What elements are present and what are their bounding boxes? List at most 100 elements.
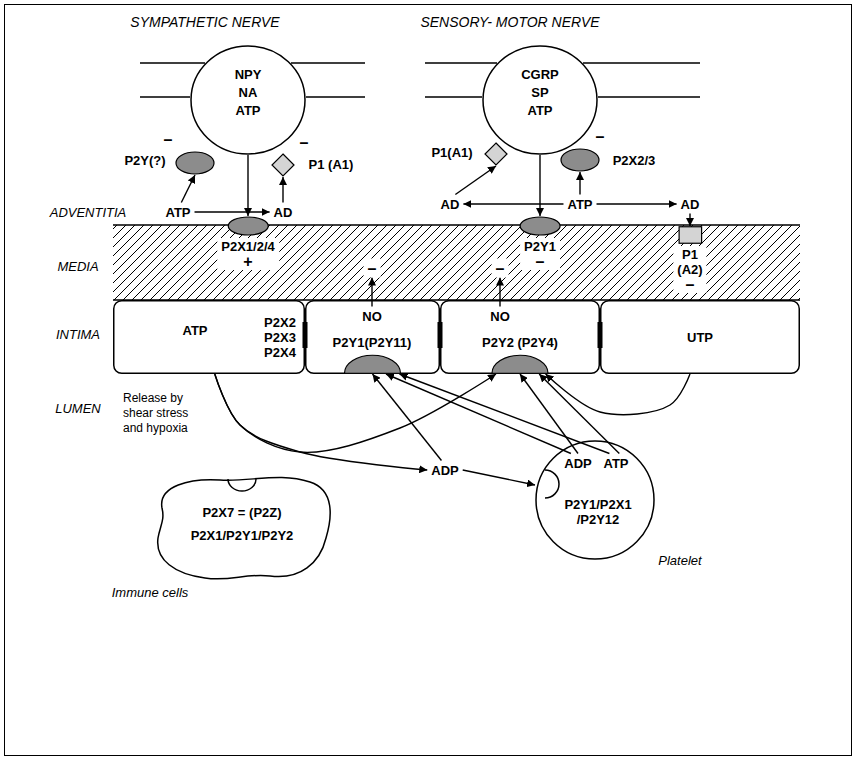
node-text: P2X7 = (P2Z): [202, 505, 281, 520]
label-patch: P2Y1–: [520, 238, 560, 270]
region-label: SENSORY- MOTOR NERVE: [420, 15, 599, 30]
connector: [181, 175, 195, 203]
receptor-shape: [678, 226, 702, 244]
mediator-text: ATP: [563, 195, 596, 214]
connector: [215, 374, 496, 452]
node-text: Platelet: [658, 553, 701, 568]
node-text: CGRP: [521, 66, 559, 84]
axon-line: [140, 62, 365, 64]
varicosity-outline: [191, 46, 305, 154]
node-text: P2X2 P2X3 P2X4: [264, 315, 296, 360]
receptor-dome: [345, 355, 401, 373]
receptor-symbol: [520, 217, 560, 235]
connector: [215, 374, 428, 470]
region-label: LUMEN: [55, 401, 101, 416]
node-text: P2X1/2/4: [221, 239, 275, 254]
connector: [463, 470, 535, 485]
axon-line: [425, 62, 700, 64]
mediator-text: ATP: [161, 203, 194, 222]
connector: [546, 374, 690, 415]
connector: [539, 155, 540, 216]
receptor-cup: [228, 479, 256, 491]
node-text: –: [368, 261, 377, 276]
node-text: ATP: [165, 205, 190, 220]
mediator-text: ADP: [427, 461, 462, 480]
mediator-text: AD: [270, 203, 297, 222]
node-text: P1 (A1): [309, 157, 354, 172]
node-text: ADP: [431, 463, 458, 478]
region-label: MEDIA: [57, 259, 98, 274]
axon-lines: [140, 63, 700, 97]
nerve-varicosity: NPYNAATP: [190, 45, 306, 155]
receptor-square: [679, 227, 702, 244]
connector: [597, 203, 677, 204]
endothelial-cell: ATP P2X2 P2X3 P2X4: [113, 300, 305, 374]
endothelial-cell: UTP: [600, 300, 800, 374]
node-text: –: [596, 129, 605, 144]
receptor-dome: [492, 355, 548, 373]
node-text: –: [164, 132, 173, 147]
node-text: UTP: [687, 330, 713, 345]
mediator-text: AD: [677, 195, 704, 214]
region-label: INTIMA: [56, 327, 100, 342]
receptor-symbol: P2Y(?)–: [175, 151, 215, 175]
mediator-text: NO: [358, 307, 386, 326]
platelet-cell: P2Y1/P2X1 /P2Y12PlateletADPATP: [535, 440, 655, 560]
node-outline: [175, 151, 215, 175]
cell-outline: [601, 301, 800, 374]
receptor-shape: [227, 216, 269, 236]
receptor-diamond: [485, 143, 507, 165]
connector: [499, 278, 500, 307]
connector: [400, 374, 610, 454]
receptor-diamond: [272, 154, 294, 176]
receptor-label: P2Y1–: [520, 216, 560, 270]
media-band: [113, 225, 800, 300]
node-text: NA: [239, 84, 258, 102]
node-text: P2X1/P2Y1/P2Y2: [191, 528, 294, 543]
nerve-varicosity: CGRPSPATP: [482, 45, 598, 155]
node-text: ATP: [182, 323, 207, 338]
effect-sign: –: [364, 259, 381, 278]
cell-outline: [114, 301, 305, 374]
node-text: P2Y1: [524, 239, 556, 254]
receptor-diamond: P1(A1): [484, 142, 508, 166]
connector: [282, 177, 283, 203]
node-text: AD: [441, 197, 460, 212]
node-text: AD: [681, 197, 700, 212]
node-text: NO: [490, 309, 510, 324]
node-text: ATP: [603, 456, 628, 471]
effect-sign: –: [492, 259, 509, 278]
node-text: P2X2/3: [613, 153, 656, 168]
node-outline: [484, 142, 508, 166]
connector: [373, 374, 442, 461]
mediator-text: AD: [437, 195, 464, 214]
node-text: P2Y2 (P2Y4): [482, 335, 558, 350]
receptor-shape: [519, 216, 561, 236]
node-text: NO: [362, 309, 382, 324]
node-text: ADP: [564, 456, 591, 471]
node-text: ATP: [567, 197, 592, 212]
node-text: SP: [531, 84, 548, 102]
node-text: P2Y1/P2X1 /P2Y12: [564, 497, 631, 527]
node-text: ATP: [235, 102, 260, 120]
node-text: P1(A1): [431, 145, 472, 160]
node-outline: [271, 153, 295, 177]
connector: [195, 211, 270, 212]
region-label: Release by shear stress and hypoxia: [123, 391, 203, 436]
connector: [520, 374, 578, 454]
receptor-symbol: P2X2/3–: [560, 148, 600, 172]
node-text: P2Y1(P2Y11): [333, 335, 412, 350]
node-text: Immune cells: [112, 585, 189, 600]
endothelial-cell: P2Y1(P2Y11) NO: [305, 300, 440, 374]
immune-outline: [158, 477, 330, 579]
platelet-outline: [536, 441, 654, 559]
immune-cell: P2X7 = (P2Z)P2X1/P2Y1/P2Y2Immune cells: [150, 468, 335, 582]
connector: [386, 374, 571, 454]
receptor-label: P2X1/2/4+: [217, 216, 279, 270]
connector: [247, 155, 248, 216]
receptor-symbol: [228, 217, 268, 235]
endothelial-cell: P2Y2 (P2Y4) NO: [440, 300, 600, 374]
node-text: –: [300, 135, 309, 150]
